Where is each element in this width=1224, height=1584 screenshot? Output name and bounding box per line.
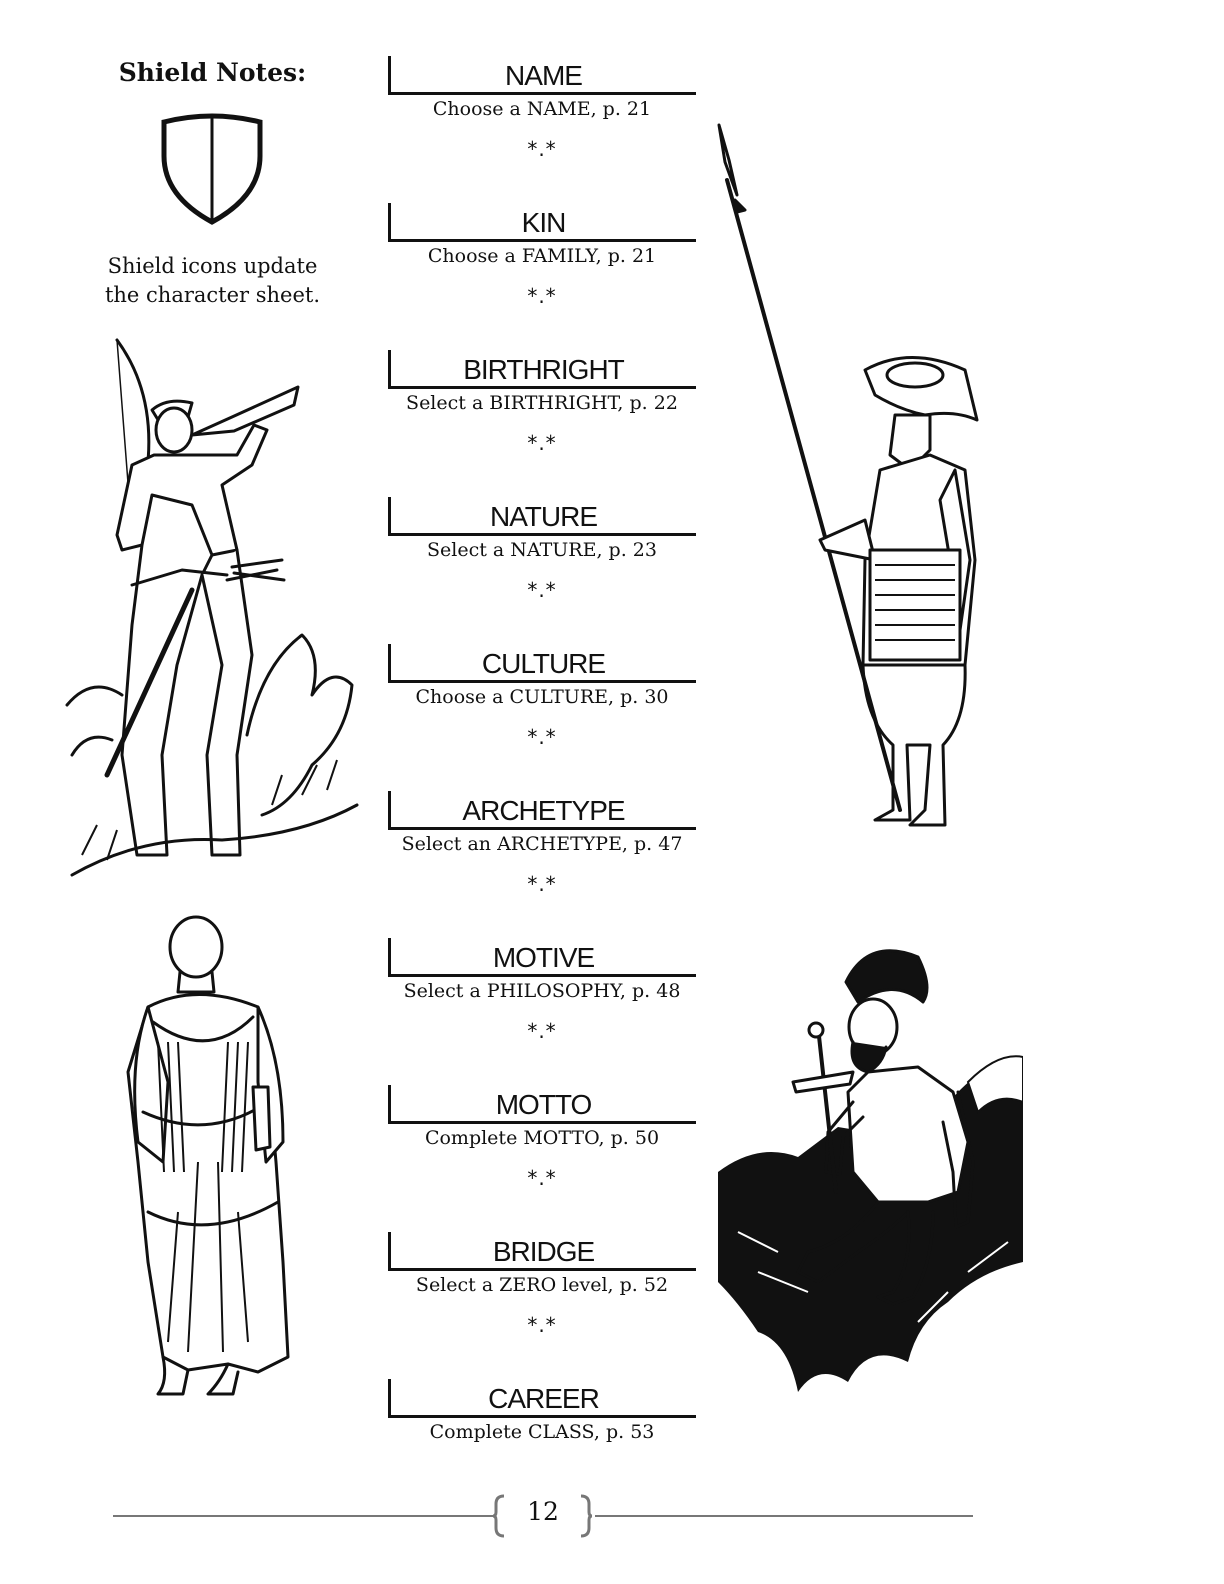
step-separator: *.*	[527, 1313, 557, 1337]
step-header: CULTURE	[388, 644, 696, 683]
step-nature: NATURE Select a NATURE, p. 23 *.*	[388, 497, 696, 644]
step-description: Complete MOTTO, p. 50	[424, 1127, 660, 1149]
step-description: Select a NATURE, p. 23	[427, 539, 657, 561]
step-separator: *.*	[527, 578, 557, 602]
step-title: KIN	[521, 207, 567, 238]
step-header: KIN	[388, 203, 696, 242]
step-motive: MOTIVE Select a PHILOSOPHY, p. 48 *.*	[388, 938, 696, 1085]
step-header: MOTIVE	[388, 938, 696, 977]
step-description: Choose a FAMILY, p. 21	[427, 245, 657, 267]
left-bracket-icon	[492, 1494, 505, 1538]
step-archetype: ARCHETYPE Select an ARCHETYPE, p. 47 *.*	[388, 791, 696, 938]
step-header: BRIDGE	[388, 1232, 696, 1271]
step-separator: *.*	[527, 284, 557, 308]
step-separator: *.*	[527, 137, 557, 161]
step-title: NAME	[505, 60, 583, 91]
shield-icon	[158, 112, 266, 228]
step-description: Complete CLASS, p. 53	[429, 1421, 655, 1443]
step-culture: CULTURE Choose a CULTURE, p. 30 *.*	[388, 644, 696, 791]
right-bracket-icon	[580, 1494, 593, 1538]
shield-notes-text: Shield icons update the character sheet.	[104, 254, 321, 307]
step-separator: *.*	[527, 725, 557, 749]
step-kin: KIN Choose a FAMILY, p. 21 *.*	[388, 203, 696, 350]
step-header: MOTTO	[388, 1085, 696, 1124]
step-separator: *.*	[527, 872, 557, 896]
step-description: Choose a CULTURE, p. 30	[415, 686, 669, 708]
step-title: NATURE	[489, 501, 598, 532]
step-separator: *.*	[527, 431, 557, 455]
step-separator: *.*	[527, 1019, 557, 1043]
footer-rule-right	[595, 1515, 973, 1517]
step-title: BIRTHRIGHT	[463, 354, 625, 385]
character-steps: NAME Choose a NAME, p. 21 *.* KIN Choose…	[388, 56, 696, 1526]
step-title: MOTIVE	[492, 942, 595, 973]
step-career: CAREER Complete CLASS, p. 53	[388, 1379, 696, 1526]
step-name: NAME Choose a NAME, p. 21 *.*	[388, 56, 696, 203]
step-bridge: BRIDGE Select a ZERO level, p. 52 *.*	[388, 1232, 696, 1379]
step-separator: *.*	[527, 1166, 557, 1190]
shield-notes-title: Shield Notes:	[118, 58, 307, 87]
step-description: Select a BIRTHRIGHT, p. 22	[406, 392, 678, 414]
step-header: BIRTHRIGHT	[388, 350, 696, 389]
step-header: CAREER	[388, 1379, 696, 1418]
archer-illustration	[65, 338, 359, 877]
pikeman-illustration	[717, 123, 979, 827]
step-title: ARCHETYPE	[462, 795, 625, 826]
step-title: MOTTO	[495, 1089, 593, 1120]
step-title: CULTURE	[481, 648, 606, 679]
step-header: NATURE	[388, 497, 696, 536]
step-description: Select a ZERO level, p. 52	[415, 1274, 669, 1296]
page-number: 12	[527, 1497, 559, 1526]
footer-rule-left	[113, 1515, 493, 1517]
step-description: Choose a NAME, p. 21	[432, 98, 652, 120]
roman-toga-illustration	[126, 915, 290, 1396]
step-description: Select a PHILOSOPHY, p. 48	[403, 980, 681, 1002]
seated-warrior-illustration	[718, 949, 1023, 1392]
step-title: CAREER	[488, 1383, 600, 1414]
step-birthright: BIRTHRIGHT Select a BIRTHRIGHT, p. 22 *.…	[388, 350, 696, 497]
step-description: Select an ARCHETYPE, p. 47	[401, 833, 683, 855]
step-motto: MOTTO Complete MOTTO, p. 50 *.*	[388, 1085, 696, 1232]
step-header: NAME	[388, 56, 696, 95]
step-title: BRIDGE	[492, 1236, 595, 1267]
step-header: ARCHETYPE	[388, 791, 696, 830]
